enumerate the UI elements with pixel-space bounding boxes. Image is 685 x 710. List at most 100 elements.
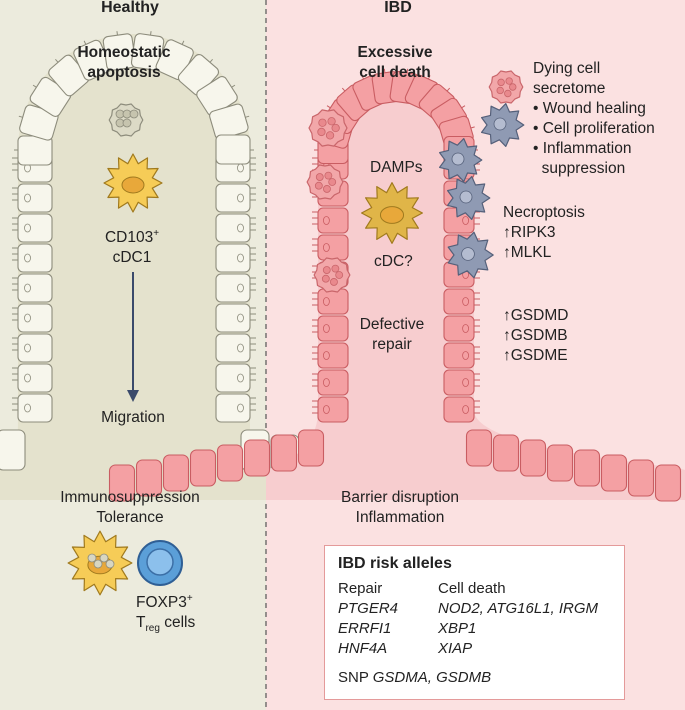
healthy-nucleus bbox=[237, 193, 244, 203]
healthy-nucleus bbox=[24, 193, 31, 203]
treg-label-1: FOXP3+ bbox=[136, 592, 193, 611]
healthy-title-line2: apoptosis bbox=[87, 64, 161, 81]
healthy-microvillus bbox=[209, 58, 213, 63]
death-gene-2: XBP1 bbox=[438, 620, 477, 637]
healthy-outcome-2: Tolerance bbox=[96, 509, 164, 526]
repair-gene-2: ERRFI1 bbox=[338, 620, 392, 637]
ibd-nucleus bbox=[462, 405, 470, 414]
cell-death-header: Cell death bbox=[438, 580, 506, 597]
necroptotic-nucleus bbox=[461, 247, 475, 261]
ibd-crypt-cell bbox=[108, 464, 136, 502]
ibd-nucleus bbox=[322, 405, 330, 414]
migration-arrowhead bbox=[127, 390, 139, 402]
engulfed-fragment bbox=[87, 553, 97, 563]
healthy-microvillus bbox=[32, 84, 37, 88]
healthy-title-line1: Homeostatic bbox=[77, 44, 171, 61]
cdc-label: cDC? bbox=[374, 253, 413, 270]
ibd-dendritic-cell-icon bbox=[361, 182, 423, 244]
dc-nucleus bbox=[379, 206, 405, 224]
ibd-epithelial-cell bbox=[317, 234, 349, 261]
ibd-crypt-cell bbox=[243, 439, 271, 477]
healthy-epithelial-cell bbox=[17, 363, 53, 393]
cd103-dc bbox=[103, 153, 163, 213]
dying-cell-body bbox=[308, 109, 348, 147]
ibd-crypt-cell bbox=[135, 459, 163, 497]
healthy-epithelial-cell bbox=[215, 213, 251, 243]
healthy-epithelial-cell bbox=[215, 363, 251, 393]
healthy-header: Healthy bbox=[101, 0, 159, 16]
apoptotic-body bbox=[314, 181, 323, 190]
secretome-item-2: • Cell proliferation bbox=[533, 120, 655, 137]
apoptotic-body bbox=[318, 118, 327, 127]
treg-cell-icon bbox=[137, 540, 183, 586]
healthy-microvillus bbox=[83, 40, 87, 45]
secretome-item-3: • Inflammation bbox=[533, 140, 632, 157]
ibd-epithelial-cell bbox=[317, 396, 349, 423]
apoptotic-fragment bbox=[122, 118, 132, 128]
death-gene-3: XIAP bbox=[438, 640, 473, 657]
ibd-dc bbox=[361, 182, 423, 244]
ibd-crypt-cell bbox=[297, 429, 325, 467]
secretome-line2: secretome bbox=[533, 80, 606, 97]
snp-line: SNP GSDMA, GSDMB bbox=[338, 669, 492, 686]
healthy-nucleus bbox=[237, 313, 244, 323]
ibd-epithelial-cell bbox=[443, 396, 475, 423]
ibd-epithelial-cell bbox=[443, 288, 475, 315]
ibd-body bbox=[266, 72, 685, 500]
ibd-crypt-cell bbox=[573, 449, 601, 487]
healthy-microvillus bbox=[245, 115, 250, 118]
apoptotic-body bbox=[496, 86, 504, 95]
healthy-epithelial-cell bbox=[215, 273, 251, 303]
ibd-crypt-cell bbox=[600, 454, 628, 492]
apoptotic-body bbox=[324, 171, 333, 180]
ibd-microvillus bbox=[361, 75, 365, 80]
ibd-microvillus bbox=[406, 68, 409, 73]
ibd-epithelial-cell bbox=[443, 315, 475, 342]
ibd-nucleus bbox=[322, 351, 330, 360]
ibd-epithelial-cell bbox=[443, 342, 475, 369]
healthy-epithelial-cell bbox=[215, 333, 251, 363]
apoptotic-body bbox=[505, 77, 513, 85]
apoptotic-body bbox=[509, 83, 517, 91]
secretome-item-1: • Wound healing bbox=[533, 100, 646, 117]
ibd-nucleus bbox=[322, 216, 330, 225]
dying-cell-body bbox=[313, 257, 351, 293]
ibd-crypt-cell bbox=[546, 444, 574, 482]
healthy-epithelial-cell bbox=[17, 333, 53, 363]
healthy-epithelial-cell bbox=[215, 183, 251, 213]
ibd-nucleus bbox=[322, 324, 330, 333]
necroptotic-nucleus bbox=[451, 152, 465, 166]
necroptosis-label: Necroptosis bbox=[503, 204, 585, 221]
ibd-epithelial-cell bbox=[317, 315, 349, 342]
healthy-epithelial-cell bbox=[215, 243, 251, 273]
dying-cell-secretome bbox=[488, 70, 524, 104]
ibd-microvillus bbox=[383, 68, 386, 73]
healthy-nucleus bbox=[237, 373, 244, 383]
apoptotic-fragment bbox=[129, 109, 139, 119]
ibd-crypt-cell bbox=[465, 429, 493, 467]
healthy-epithelial-cell bbox=[17, 243, 53, 273]
ripk3-label: ↑RIPK3 bbox=[503, 224, 556, 241]
ibd-crypt-cell bbox=[162, 454, 190, 492]
treg-label-2: Treg cells bbox=[136, 614, 196, 635]
ibd-microvillus bbox=[427, 75, 431, 80]
dying-cell-top bbox=[308, 109, 348, 147]
apoptotic-body bbox=[335, 271, 344, 279]
healthy-nucleus bbox=[24, 223, 31, 233]
healthy-microvillus bbox=[55, 58, 59, 63]
ibd-epithelial-cell bbox=[317, 342, 349, 369]
ibd-epithelial-cell bbox=[317, 369, 349, 396]
ibd-microvillus bbox=[341, 87, 346, 92]
repair-gene-1: PTGER4 bbox=[338, 600, 399, 617]
apoptotic-body bbox=[327, 117, 336, 126]
apoptotic-body bbox=[504, 89, 512, 98]
dying-cell-body bbox=[306, 164, 344, 200]
apoptotic-body bbox=[322, 266, 331, 274]
ibd-nucleus bbox=[462, 351, 470, 360]
apoptotic-body bbox=[331, 264, 340, 273]
ibd-villus bbox=[108, 68, 685, 502]
apoptotic-body bbox=[328, 178, 337, 186]
necroptotic-nucleus bbox=[493, 117, 507, 131]
healthy-crypt-cell bbox=[0, 429, 26, 471]
